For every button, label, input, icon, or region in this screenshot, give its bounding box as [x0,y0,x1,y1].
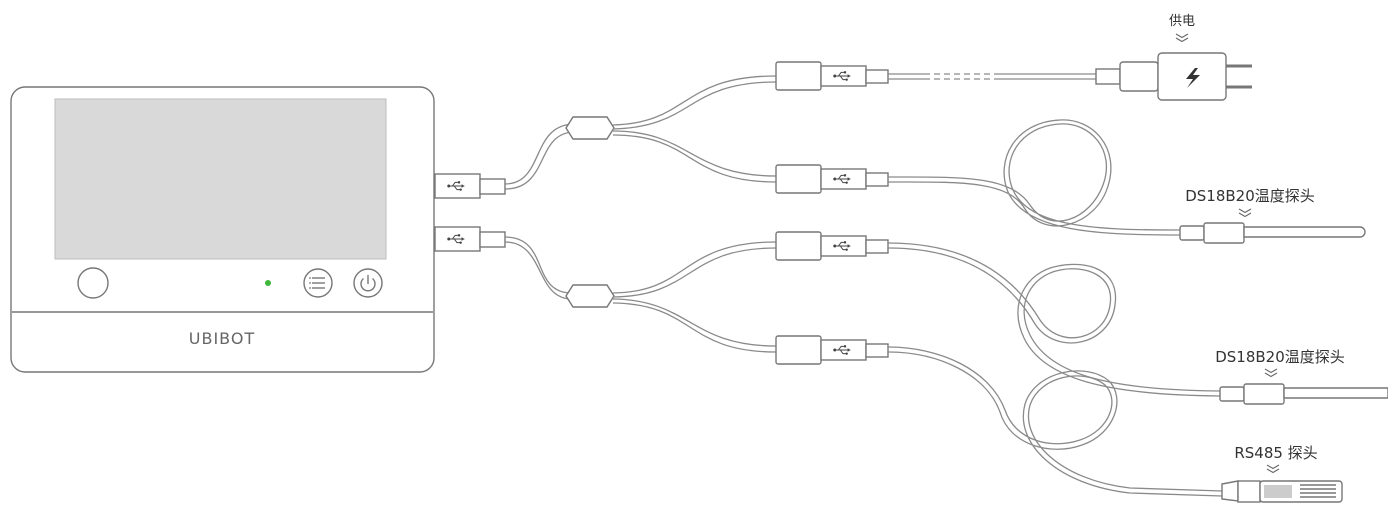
probe-1-cable [887,119,1181,236]
chevron-down-icon [1264,368,1278,378]
probe-3-cable [887,346,1223,497]
cable-to-splitter-top [504,123,576,190]
device-usb-plug-top [434,173,506,199]
probe-2-sensor [1219,383,1388,405]
status-led [265,280,271,286]
cable-splitter-bottom-down [612,298,777,353]
power-cable-end [994,73,1096,80]
probe-2-cable [887,242,1221,397]
menu-icon[interactable] [303,268,333,298]
device-usb-plug-bottom [434,226,506,252]
connector-probe-3 [775,335,889,365]
connector-probe-1 [775,164,889,194]
round-button[interactable] [77,267,109,299]
brand-label: UBIBOT [189,329,255,348]
ubibot-device: UBIBOT [10,86,435,373]
power-adapter [1095,52,1252,101]
power-cable-dashed [934,73,990,80]
label-probe-2: DS18B20温度探头 [1215,348,1345,366]
chevron-down-icon [1266,464,1280,474]
chevron-down-icon [1238,208,1252,218]
cable-splitter-top-up [612,75,777,130]
label-probe-1: DS18B20温度探头 [1185,187,1315,205]
splitter-bottom [565,284,615,308]
lightning-icon [1186,68,1200,88]
probe-1-sensor [1179,222,1366,244]
label-power: 供电 [1169,14,1195,29]
splitter-top [565,116,615,140]
cable-splitter-top-down [612,130,777,183]
label-probe-3: RS485 探头 [1234,444,1317,462]
probe-3-sensor [1221,480,1343,503]
chevron-down-icon [1175,33,1189,43]
connector-power [775,61,889,91]
connector-probe-2 [775,231,889,261]
power-cable [888,73,930,80]
cable-splitter-bottom-up [612,241,777,298]
device-screen [54,98,387,260]
cable-to-splitter-bottom [504,236,573,300]
power-icon[interactable] [353,268,383,298]
